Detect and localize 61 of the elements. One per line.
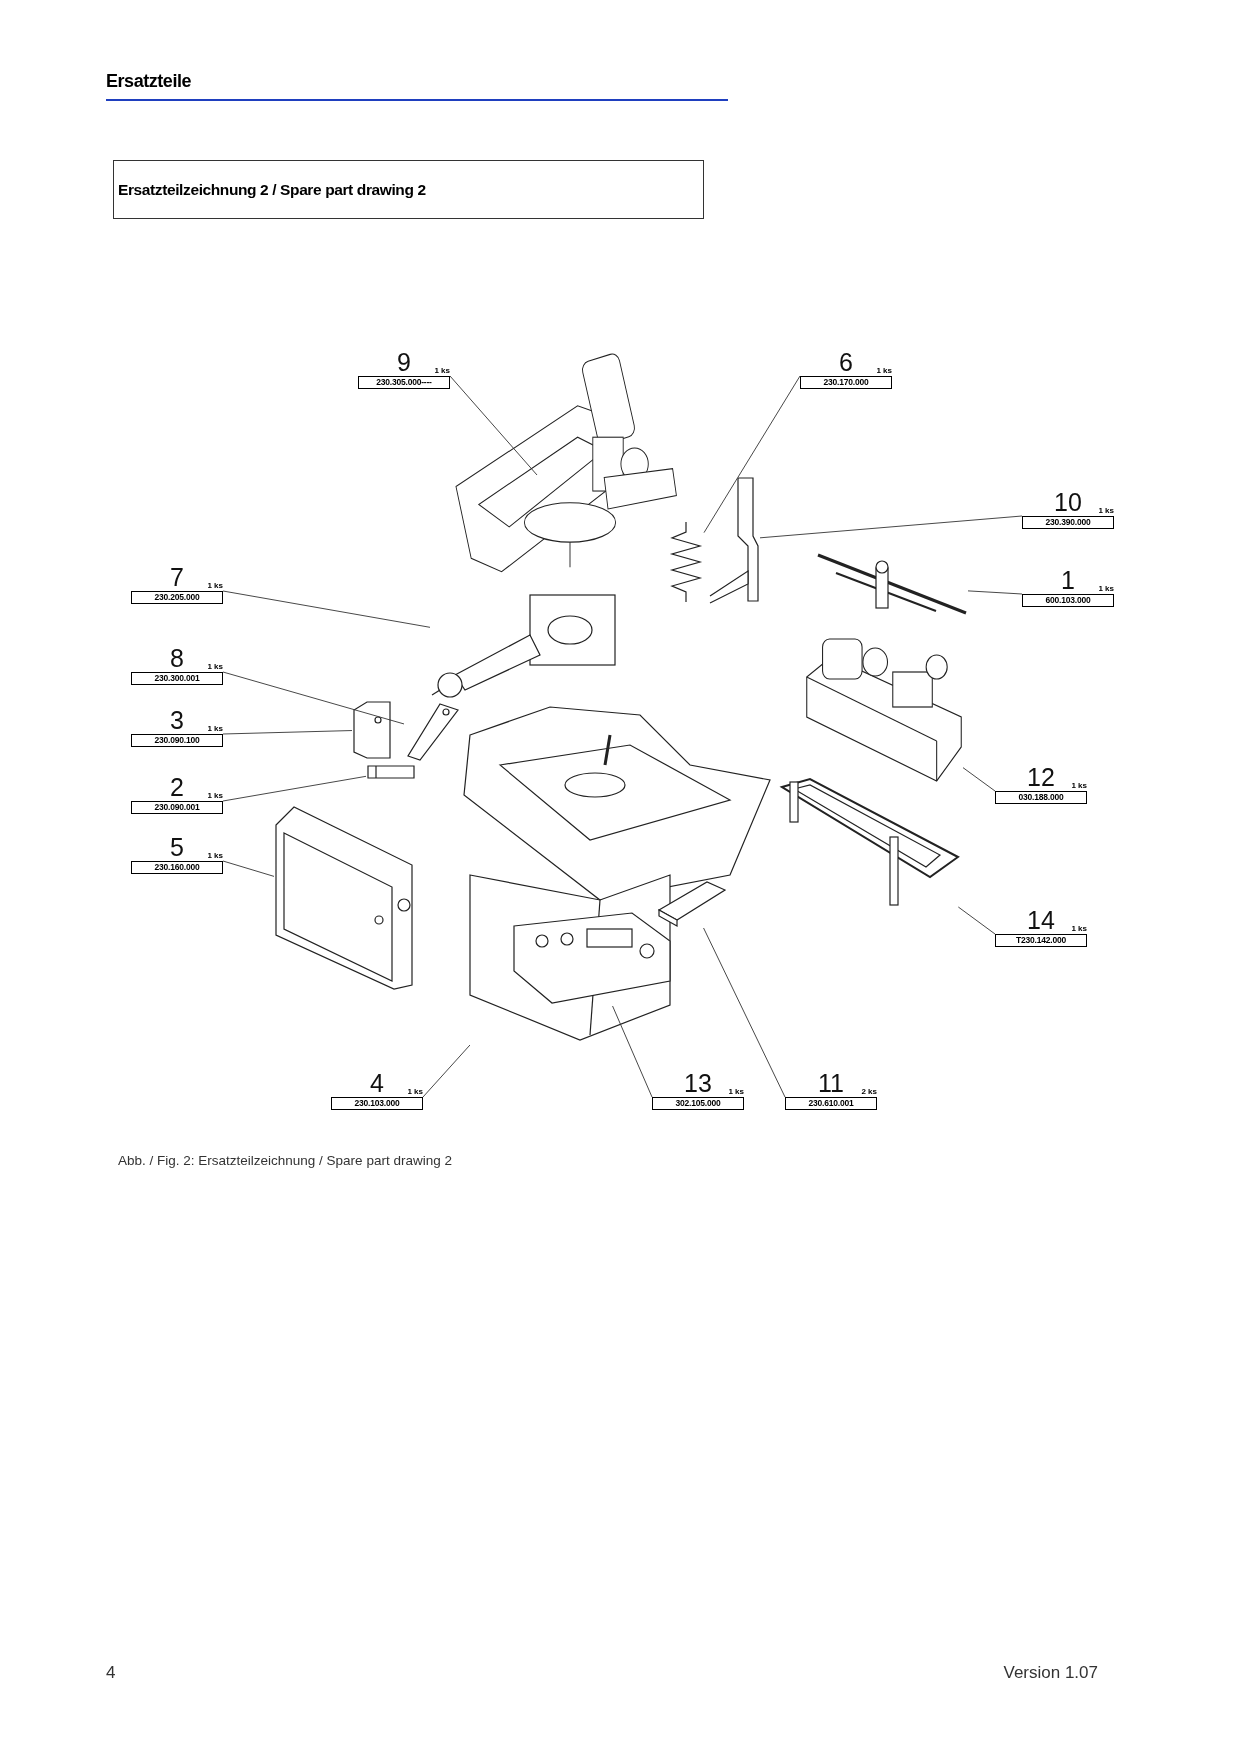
part-number: 230.305.000---- — [358, 376, 450, 389]
leader-line — [967, 590, 1023, 595]
quantity-label: 1 ks — [434, 366, 450, 376]
part-number: 030.188.000 — [995, 791, 1087, 804]
page-number: 4 — [106, 1662, 116, 1684]
part-number: 230.090.100 — [131, 734, 223, 747]
section-heading: Ersatzteile — [106, 70, 192, 93]
part-number: 230.090.001 — [131, 801, 223, 814]
leader-line — [222, 775, 367, 802]
leader-line — [222, 671, 405, 725]
quantity-label: 1 ks — [207, 851, 223, 861]
quantity-label: 1 ks — [1098, 506, 1114, 516]
leader-line — [222, 860, 275, 877]
quantity-label: 2 ks — [861, 1087, 877, 1097]
callout-number: 9 — [397, 348, 411, 376]
callout-number: 6 — [839, 348, 853, 376]
callout-number: 14 — [1027, 906, 1055, 934]
part-number: 600.103.000 — [1022, 594, 1114, 607]
part-number: 230.160.000 — [131, 861, 223, 874]
part-number: 230.300.001 — [131, 672, 223, 685]
leader-line — [962, 767, 996, 792]
quantity-label: 1 ks — [728, 1087, 744, 1097]
quantity-label: 1 ks — [876, 366, 892, 376]
leader-line — [703, 927, 786, 1098]
leader-line — [703, 375, 801, 534]
callout-number: 4 — [370, 1069, 384, 1097]
quantity-label: 1 ks — [1071, 781, 1087, 791]
quantity-label: 1 ks — [407, 1087, 423, 1097]
quantity-label: 1 ks — [207, 662, 223, 672]
callout-number: 2 — [170, 773, 184, 801]
quantity-label: 1 ks — [207, 581, 223, 591]
part-number: 230.390.000 — [1022, 516, 1114, 529]
callout-number: 12 — [1027, 763, 1055, 791]
callout-number: 10 — [1054, 488, 1082, 516]
leader-line — [222, 590, 431, 628]
callout-number: 8 — [170, 644, 184, 672]
quantity-label: 1 ks — [207, 791, 223, 801]
title-box: Ersatzteilzeichnung 2 / Spare part drawing 2 — [113, 160, 704, 219]
quantity-label: 1 ks — [207, 724, 223, 734]
part-number: 230.170.000 — [800, 376, 892, 389]
part-number: 230.610.001 — [785, 1097, 877, 1110]
quantity-label: 1 ks — [1071, 924, 1087, 934]
leader-line — [759, 515, 1023, 539]
version-label: Version 1.07 — [1003, 1662, 1098, 1684]
callout-number: 3 — [170, 706, 184, 734]
figure-caption: Abb. / Fig. 2: Ersatzteilzeichnung / Spare part drawing 2 — [118, 1152, 452, 1170]
leader-line — [422, 1044, 471, 1098]
quantity-label: 1 ks — [1098, 584, 1114, 594]
leader-line — [957, 906, 996, 935]
callout-number: 11 — [818, 1069, 844, 1097]
leader-line — [449, 375, 538, 476]
part-number: T230.142.000 — [995, 934, 1087, 947]
callout-number: 5 — [170, 833, 184, 861]
callout-number: 7 — [170, 563, 184, 591]
leader-line — [612, 1005, 653, 1098]
part-number: 230.205.000 — [131, 591, 223, 604]
callout-number: 13 — [684, 1069, 712, 1097]
callout-number: 1 — [1061, 566, 1075, 594]
part-number: 230.103.000 — [331, 1097, 423, 1110]
part-number: 302.105.000 — [652, 1097, 744, 1110]
leader-line — [222, 730, 353, 735]
